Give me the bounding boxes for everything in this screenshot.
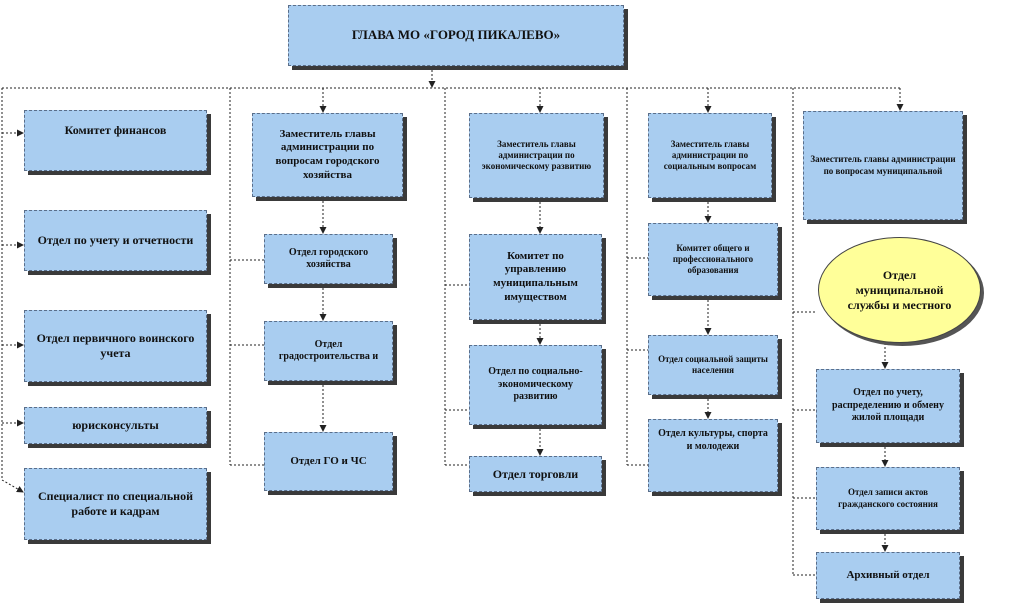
- deputy-city-economy-label: Заместитель главы администрации по вопро…: [275, 127, 380, 181]
- social-protection-dept-label: Отдел социальной защиты населения: [658, 353, 768, 375]
- head-title: ГЛАВА МО «ГОРОД ПИКАЛЕВО»: [351, 27, 561, 43]
- civil-defense-dept-box: Отдел ГО и ЧС: [264, 432, 393, 491]
- housing-dept-box: Отдел по учету, распределению и обмену ж…: [816, 369, 960, 443]
- finance-committee-label: Комитет финансов: [64, 123, 167, 137]
- urban-planning-dept-box: Отдел градостроительства и: [264, 321, 393, 381]
- archive-dept-label: Архивный отдел: [846, 568, 930, 581]
- property-committee-box: Комитет по управлению муниципальным имущ…: [469, 234, 602, 320]
- civil-defense-dept-label: Отдел ГО и ЧС: [290, 454, 367, 467]
- city-economy-dept-label: Отдел городского хозяйства: [288, 246, 369, 271]
- culture-dept-box: Отдел культуры, спорта и молодежи: [648, 419, 778, 492]
- socio-economic-dept-label: Отдел по социально-экономическому развит…: [488, 366, 583, 403]
- accounting-dept-label: Отдел по учету и отчетности: [37, 233, 194, 247]
- trade-dept-label: Отдел торговли: [492, 466, 579, 481]
- municipal-service-oval: Отдел муниципальной службы и местного: [818, 237, 981, 343]
- head-box: ГЛАВА МО «ГОРОД ПИКАЛЕВО»: [288, 5, 624, 66]
- military-registration-label: Отдел первичного воинского учета: [36, 331, 195, 360]
- social-protection-dept-box: Отдел социальной защиты населения: [648, 335, 778, 395]
- deputy-social-label: Заместитель главы администрации по социа…: [663, 138, 757, 172]
- housing-dept-label: Отдел по учету, распределению и обмену ж…: [832, 387, 944, 424]
- registry-dept-box: Отдел записи актов гражданского состояни…: [816, 467, 960, 530]
- archive-dept-box: Архивный отдел: [816, 552, 960, 599]
- finance-committee-box: Комитет финансов: [24, 110, 207, 171]
- urban-planning-dept-label: Отдел градостроительства и: [278, 338, 379, 363]
- deputy-municipal-label: Заместитель главы администрации по вопро…: [810, 154, 956, 176]
- city-economy-dept-box: Отдел городского хозяйства: [264, 234, 393, 284]
- culture-dept-label: Отдел культуры, спорта и молодежи: [658, 428, 768, 452]
- deputy-city-economy-box: Заместитель главы администрации по вопро…: [252, 113, 403, 197]
- property-committee-label: Комитет по управлению муниципальным имущ…: [493, 249, 578, 303]
- trade-dept-box: Отдел торговли: [469, 456, 602, 492]
- education-committee-label: Комитет общего и профессионального образ…: [672, 242, 754, 276]
- hr-specialist-label: Специалист по специальной работе и кадра…: [37, 489, 194, 518]
- lawyers-label: юрисконсульты: [72, 418, 159, 432]
- hr-specialist-box: Специалист по специальной работе и кадра…: [24, 468, 207, 540]
- education-committee-box: Комитет общего и профессионального образ…: [648, 223, 778, 296]
- accounting-dept-box: Отдел по учету и отчетности: [24, 210, 207, 271]
- lawyers-box: юрисконсульты: [24, 407, 207, 444]
- deputy-social-box: Заместитель главы администрации по социа…: [648, 113, 772, 198]
- deputy-municipal-box: Заместитель главы администрации по вопро…: [803, 111, 963, 220]
- socio-economic-dept-box: Отдел по социально-экономическому развит…: [469, 345, 602, 425]
- deputy-economic-label: Заместитель главы администрации по эконо…: [481, 138, 592, 172]
- deputy-economic-box: Заместитель главы администрации по эконо…: [469, 113, 604, 198]
- military-registration-box: Отдел первичного воинского учета: [24, 310, 207, 382]
- municipal-service-label: Отдел муниципальной службы и местного: [847, 267, 952, 312]
- registry-dept-label: Отдел записи актов гражданского состояни…: [838, 487, 938, 509]
